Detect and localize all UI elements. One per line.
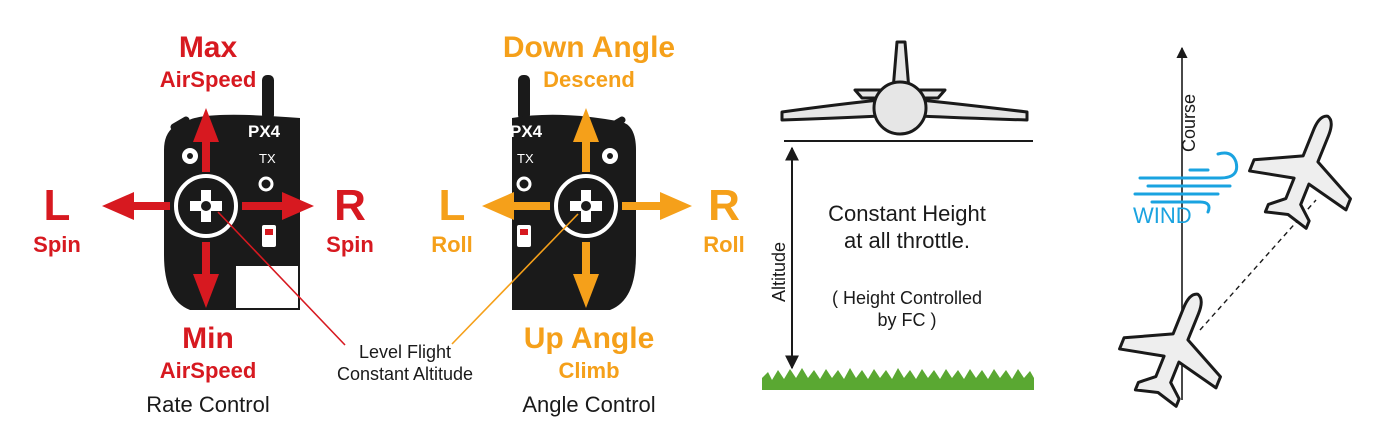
arrow-left [482, 192, 550, 220]
arrow-down [573, 242, 599, 308]
by-fc-label: by FC ) [877, 310, 936, 330]
rate-arrows [102, 108, 314, 308]
min-label: Min [182, 322, 234, 355]
down-angle-label: Down Angle [503, 31, 675, 64]
arrow-right [242, 192, 314, 220]
transmitter-icon: PX4 TX [164, 75, 300, 310]
angle-pointer-line [451, 213, 579, 345]
right-label: R [708, 181, 740, 230]
altitude-panel: Altitude Constant Height at all throttle… [762, 40, 1034, 390]
left-label: L [44, 181, 71, 230]
roll-right-label: Roll [703, 232, 745, 257]
tx-sub-label: TX [517, 151, 534, 166]
course-axis-label: Course [1179, 94, 1199, 152]
arrow-down [193, 242, 219, 308]
level-flight-label: Level Flight [359, 342, 451, 362]
constant-altitude-label: Constant Altitude [337, 364, 473, 384]
arrow-left [102, 192, 170, 220]
arrow-right [622, 192, 692, 220]
wind-label: WIND [1133, 203, 1192, 228]
angle-control-panel: PX4 TX Down Angle Descend Up Angle Climb… [431, 31, 745, 417]
altitude-axis-label: Altitude [769, 242, 789, 302]
rate-caption: Rate Control [146, 392, 270, 417]
wind-icon [1133, 151, 1239, 214]
at-all-throttle-label: at all throttle. [844, 228, 970, 253]
tx-sub-label: TX [259, 151, 276, 166]
tx-brand-label: PX4 [248, 122, 281, 141]
spin-left-label: Spin [33, 232, 81, 257]
right-label: R [334, 181, 366, 230]
spin-right-label: Spin [326, 232, 374, 257]
airplane-top-icon [1248, 114, 1352, 230]
descend-label: Descend [543, 67, 635, 92]
roll-left-label: Roll [431, 232, 473, 257]
arrow-up [193, 108, 219, 172]
max-label: Max [179, 31, 238, 64]
constant-height-label: Constant Height [828, 201, 986, 226]
transmitter-icon: PX4 TX [510, 75, 636, 310]
rate-pointer-line [217, 211, 346, 346]
airplane-top-icon [1118, 292, 1222, 408]
angle-caption: Angle Control [522, 392, 655, 417]
angle-arrows [482, 108, 692, 308]
rate-control-panel: PX4 TX Max AirSpeed Min AirSpeed L Spin … [33, 31, 374, 417]
wind-panel: Course WIND [1118, 46, 1352, 408]
airspeed-top-label: AirSpeed [160, 67, 257, 92]
left-label: L [439, 181, 466, 230]
airplane-front-icon [780, 40, 1029, 136]
grass-icon [762, 368, 1034, 390]
height-controlled-label: ( Height Controlled [832, 288, 982, 308]
tx-brand-label: PX4 [510, 122, 543, 141]
up-angle-label: Up Angle [524, 322, 655, 355]
airspeed-bottom-label: AirSpeed [160, 358, 257, 383]
climb-label: Climb [558, 358, 619, 383]
arrow-up [573, 108, 599, 172]
